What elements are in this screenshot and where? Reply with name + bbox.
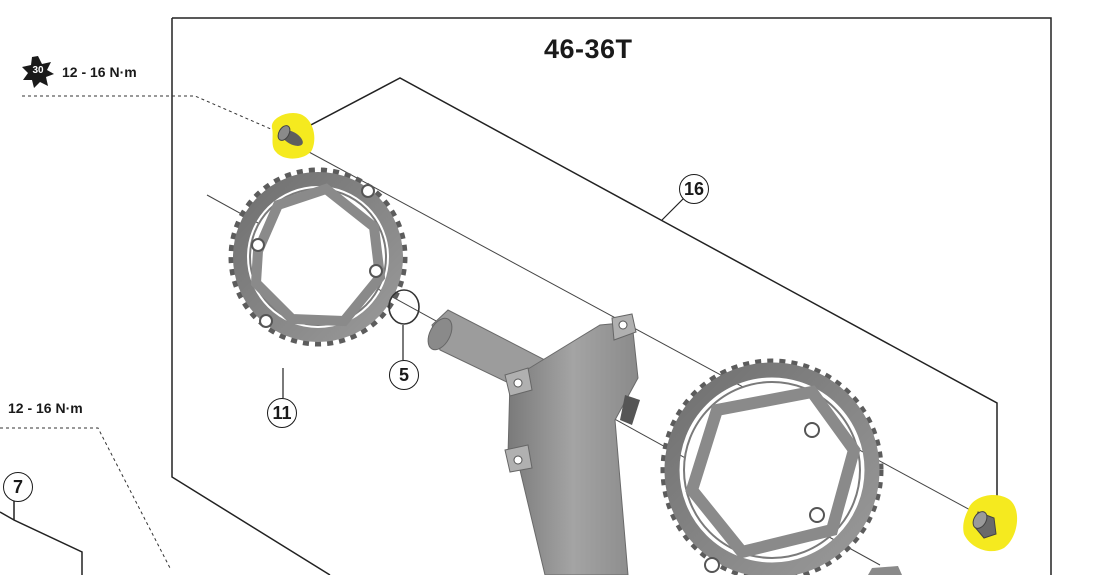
diagram-title: 46-36T [544, 34, 633, 64]
axis-line-upper [295, 144, 986, 519]
callout-11: 11 [267, 398, 297, 428]
bracket-16 [287, 77, 998, 522]
torque-spec-left: 12 - 16 N·m [8, 400, 83, 416]
callout-16: 16 [679, 174, 709, 204]
bracket-7 [0, 500, 83, 575]
callout-leader-16 [661, 197, 685, 221]
part-fragment [868, 566, 902, 575]
torque-spec-top: 12 - 16 N·m [62, 64, 137, 80]
crank-arm [427, 309, 640, 575]
hex-key-star-icon: 30 [22, 56, 54, 88]
chainring-nut-highlighted [963, 495, 1018, 552]
chainring-bolt-highlighted-top [271, 112, 315, 159]
torque-leader-left [0, 427, 171, 569]
chainring-36t [228, 167, 408, 347]
o-ring [388, 289, 420, 325]
torque-leader-top [22, 95, 281, 134]
callout-5: 5 [389, 360, 419, 390]
callout-7: 7 [3, 472, 33, 502]
chainring-46t [660, 358, 884, 575]
tool-size-label: 30 [32, 65, 44, 76]
assembly-frame [171, 17, 1052, 575]
